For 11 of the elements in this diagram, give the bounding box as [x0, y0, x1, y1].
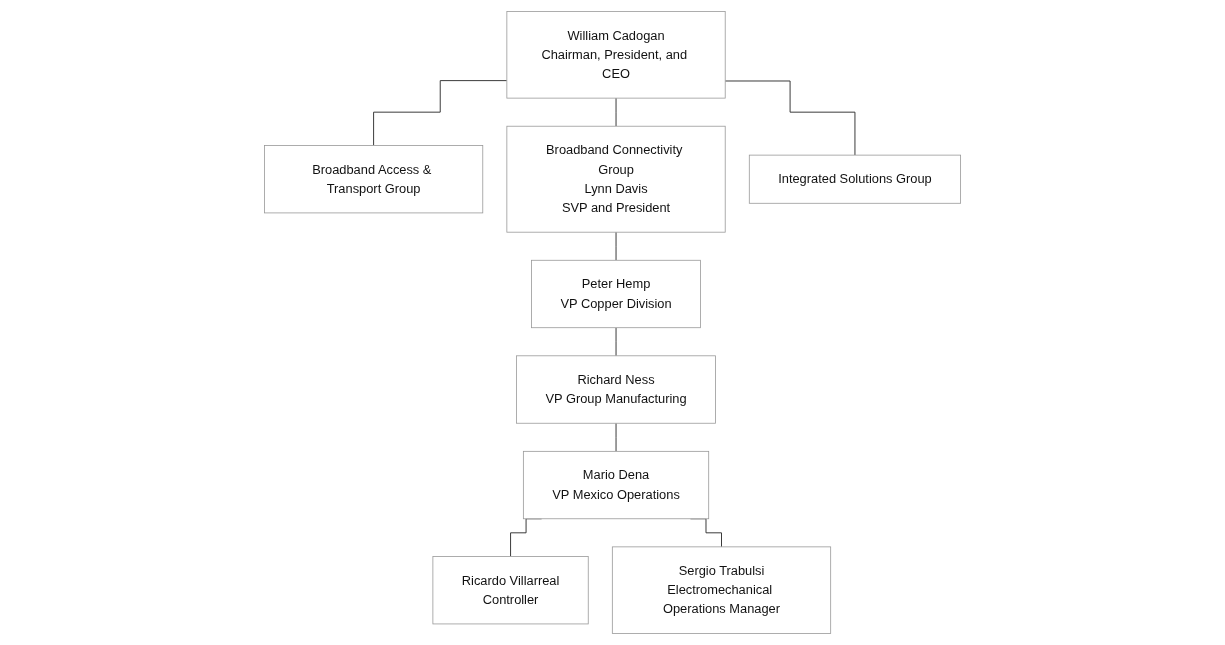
node-box: Broadband Connectivity Group Lynn Davis SVP and President [506, 125, 726, 233]
connector [724, 80, 856, 156]
node-box: William Cadogan Chairman, President, and CEO [506, 11, 726, 99]
node-box: Ricardo Villarreal Controller [432, 556, 589, 625]
node-box: Integrated Solutions Group [748, 154, 961, 204]
node-box: Broadband Access & Transport Group [264, 145, 484, 214]
connector [373, 80, 508, 146]
node-box: Peter Hemp VP Copper Division [531, 259, 701, 329]
node-box: Richard Ness VP Group Manufacturing [516, 355, 716, 424]
node-box: Mario Dena VP Mexico Operations [522, 450, 710, 520]
node-box: Sergio Trabulsi Electromechanical Operations Manager [611, 546, 832, 634]
